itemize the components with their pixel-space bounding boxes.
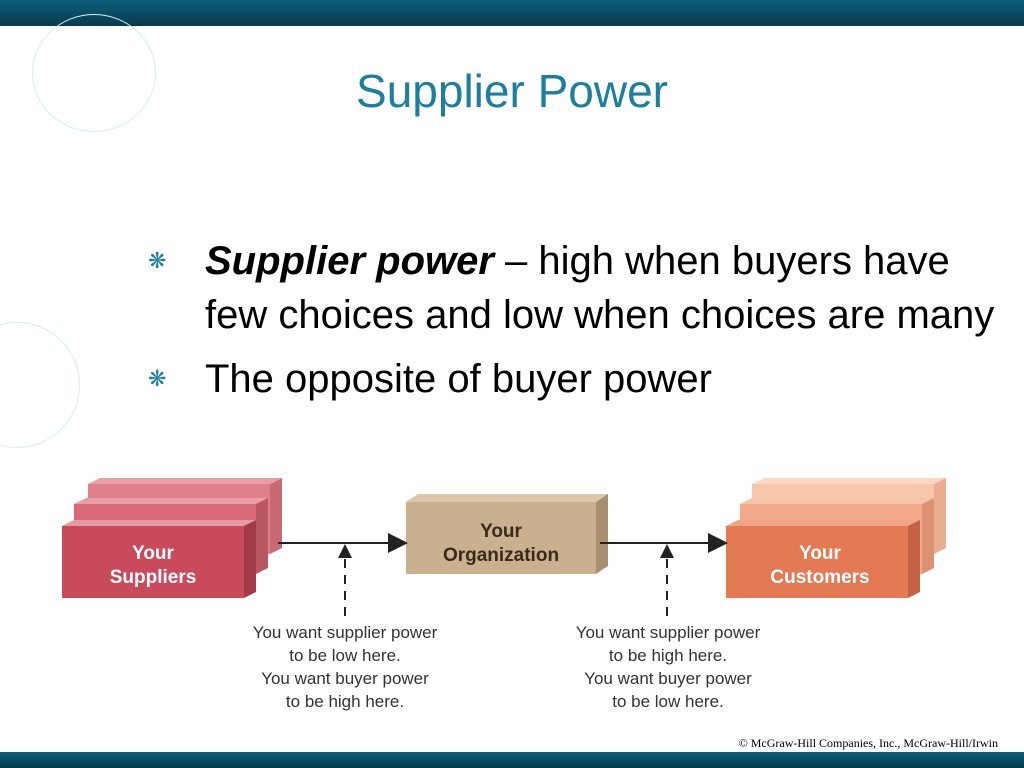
asterisk-icon: ❋ [148,248,167,273]
bullet-text: The opposite of buyer power [205,357,712,401]
decorative-circle [0,322,80,448]
organization-box: Your Organization [406,494,608,574]
bullet-text: – high when buyers have few choices and … [205,239,995,337]
suppliers-label-line1: Your [132,543,174,564]
bottom-bar [0,752,1024,768]
right-note-line: You want buyer power [584,669,752,688]
copyright-text: © McGraw-Hill Companies, Inc., McGraw-Hi… [738,736,998,750]
decorative-circle [32,14,156,132]
right-note: You want supplier power to be high here.… [553,621,783,713]
right-note-line: You want supplier power [575,623,761,642]
suppliers-label-line2: Suppliers [110,567,197,588]
bullet-item: ❋ The opposite of buyer power [148,352,1018,406]
top-bar [0,0,1024,26]
bullet-item: ❋ Supplier power – high when buyers have… [148,234,1018,342]
left-note-line: You want buyer power [261,669,429,688]
organization-label-line2: Organization [443,545,559,566]
supply-chain-diagram: Your Suppliers Your Organization Your Cu… [62,478,946,616]
organization-label-line1: Your [480,521,522,542]
left-pointer-head [338,544,352,558]
right-pointer-head [660,544,674,558]
customers-box: Your Customers [726,478,946,598]
left-note-line: to be low here. [289,646,401,665]
left-note: You want supplier power to be low here. … [230,621,460,713]
left-note-line: You want supplier power [252,623,438,642]
customers-label-line2: Customers [770,567,869,588]
slide-title: Supplier Power [356,65,668,117]
left-note-line: to be high here. [285,692,405,711]
suppliers-box: Your Suppliers [62,478,282,598]
customers-label-line1: Your [799,543,841,564]
right-note-line: to be high here. [608,646,728,665]
asterisk-icon: ❋ [148,366,167,391]
bullet-list: ❋ Supplier power – high when buyers have… [148,234,1018,416]
right-note-line: to be low here. [612,692,724,711]
bullet-term: Supplier power [205,239,494,283]
